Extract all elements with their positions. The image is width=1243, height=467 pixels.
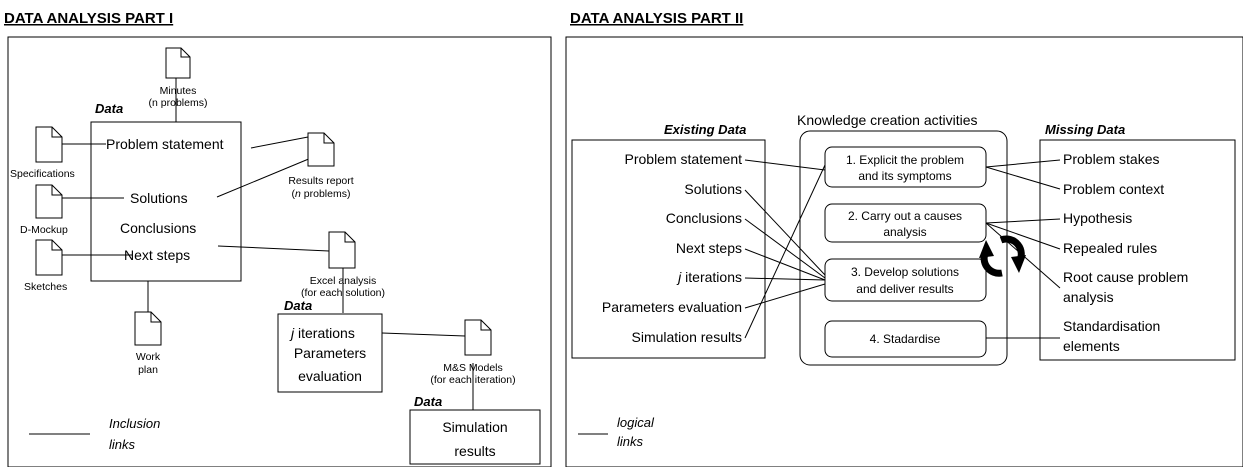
doc-icon-excel: [328, 231, 356, 269]
doc-label-minutes-sub: (n problems): [149, 97, 208, 109]
part2-title: DATA ANALYSIS PART II: [570, 10, 743, 27]
main-item-problem-statement: Problem statement: [106, 136, 224, 152]
main-item-solutions: Solutions: [130, 190, 188, 206]
activity-2-line1: 2. Carry out a causes: [848, 209, 962, 223]
sim-line-results: results: [454, 443, 495, 459]
missing-item-problem-context: Problem context: [1063, 181, 1164, 197]
iter-data-label: Data: [284, 298, 312, 313]
doc-label-excel-sub: (for each solution): [301, 287, 385, 299]
doc-label-sketches: Sketches: [24, 281, 67, 293]
doc-icon-ms-models: [464, 319, 492, 356]
doc-label-results-report: Results report: [288, 175, 353, 187]
existing-data-label: Existing Data: [664, 122, 746, 137]
iter-line-evaluation: evaluation: [298, 368, 362, 384]
activity-1-line1: 1. Explicit the problem: [846, 153, 964, 167]
doc-icon-minutes: [165, 47, 191, 79]
legend2-logical: logical: [617, 415, 655, 430]
missing-item-hypothesis: Hypothesis: [1063, 210, 1132, 226]
doc-icon-specifications: [35, 126, 63, 163]
activity-1-line2: and its symptoms: [858, 169, 951, 183]
activity-4-line1: 4. Stadardise: [870, 332, 941, 346]
existing-item-next-steps: Next steps: [676, 240, 742, 256]
missing-item-analysis: analysis: [1063, 289, 1114, 305]
part2-frame: [565, 36, 1243, 467]
doc-icon-dmockup: [35, 184, 63, 219]
activities-label: Knowledge creation activities: [797, 112, 978, 128]
iter-line-parameters: Parameters: [294, 345, 366, 361]
doc-label-results-report-sub: (n problems): [292, 188, 351, 200]
missing-data-label: Missing Data: [1045, 122, 1125, 137]
doc-label-ms-models: M&S Models: [443, 362, 503, 374]
doc-icon-work-plan: [134, 311, 162, 346]
sim-line-simulation: Simulation: [442, 419, 507, 435]
existing-item-problem-statement: Problem statement: [625, 151, 743, 167]
missing-item-repealed-rules: Repealed rules: [1063, 240, 1157, 256]
existing-item-parameters-evaluation: Parameters evaluation: [602, 299, 742, 315]
part1-main-data-box: [90, 121, 242, 282]
doc-label-excel: Excel analysis: [310, 275, 377, 287]
doc-label-work: Work: [136, 351, 161, 363]
missing-data-box: [1039, 139, 1236, 361]
part1-title: DATA ANALYSIS PART I: [4, 10, 173, 27]
missing-item-elements: elements: [1063, 338, 1120, 354]
doc-icon-sketches: [35, 239, 63, 276]
iter-j-symbol: j: [289, 325, 295, 341]
iter-line-j-iterations: j iterations: [289, 325, 355, 341]
part2-logical-links: [744, 159, 1061, 339]
doc-label-dmockup: D-Mockup: [20, 224, 68, 236]
legend1-links: links: [109, 437, 136, 452]
doc-label-results-report-n: n: [295, 188, 301, 200]
part1-data-label: Data: [95, 101, 123, 116]
iterations-data-box: [277, 313, 383, 393]
simulation-data-box: [409, 409, 541, 465]
doc-icon-results-report: [307, 132, 335, 167]
main-item-next-steps: Next steps: [124, 247, 190, 263]
legend1-inclusion: Inclusion: [109, 416, 160, 431]
activity-4-box: [824, 320, 987, 358]
cycle-arrows-icon: [979, 235, 1026, 277]
missing-item-root-cause: Root cause problem: [1063, 269, 1188, 285]
doc-label-ms-models-sub: (for each iteration): [430, 374, 515, 386]
activity-3-line2: and deliver results: [856, 282, 953, 296]
existing-item-solutions: Solutions: [684, 181, 742, 197]
part1-inclusion-links: [62, 78, 474, 410]
part1-frame: [7, 36, 552, 467]
sim-data-label: Data: [414, 394, 442, 409]
missing-item-problem-stakes: Problem stakes: [1063, 151, 1159, 167]
existing-item-conclusions: Conclusions: [666, 210, 742, 226]
existing-item-simulation-results: Simulation results: [632, 329, 743, 345]
legend2-links: links: [617, 434, 644, 449]
existing-data-box: [571, 139, 766, 359]
activity-2-line2: analysis: [883, 225, 926, 239]
existing-j-symbol: j: [676, 269, 682, 285]
doc-label-specifications: Specifications: [10, 168, 75, 180]
existing-item-j-iterations: j iterations: [676, 269, 742, 285]
activity-3-line1: 3. Develop solutions: [851, 265, 959, 279]
doc-label-plan: plan: [138, 364, 158, 376]
main-item-conclusions: Conclusions: [120, 220, 196, 236]
missing-item-standardisation: Standardisation: [1063, 318, 1160, 334]
doc-label-minutes: Minutes: [160, 85, 197, 97]
